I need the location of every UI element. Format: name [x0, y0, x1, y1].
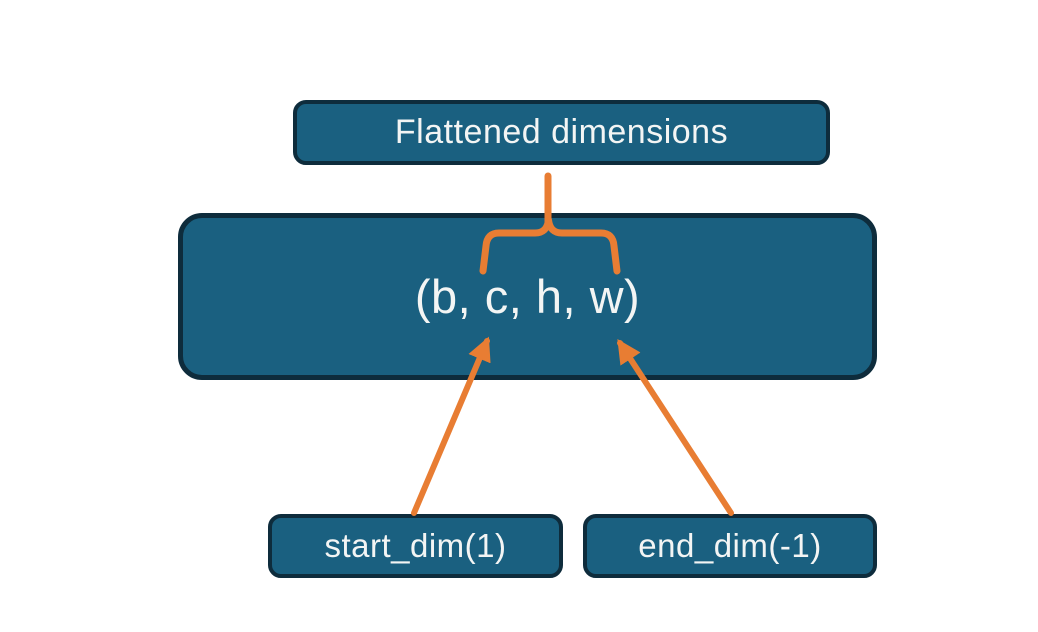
flattened-dimensions-label: Flattened dimensions [394, 113, 729, 151]
tensor-shape-box: (b, c, h, w) [178, 213, 877, 380]
end-dim-box: end_dim(-1) [583, 514, 877, 578]
end-dim-label: end_dim(-1) [638, 527, 822, 564]
start-dim-label: start_dim(1) [324, 527, 507, 564]
start-dim-box: start_dim(1) [268, 514, 563, 578]
flattened-dimensions-box: Flattened dimensions [293, 100, 830, 165]
tensor-shape-label: (b, c, h, w) [414, 270, 641, 323]
